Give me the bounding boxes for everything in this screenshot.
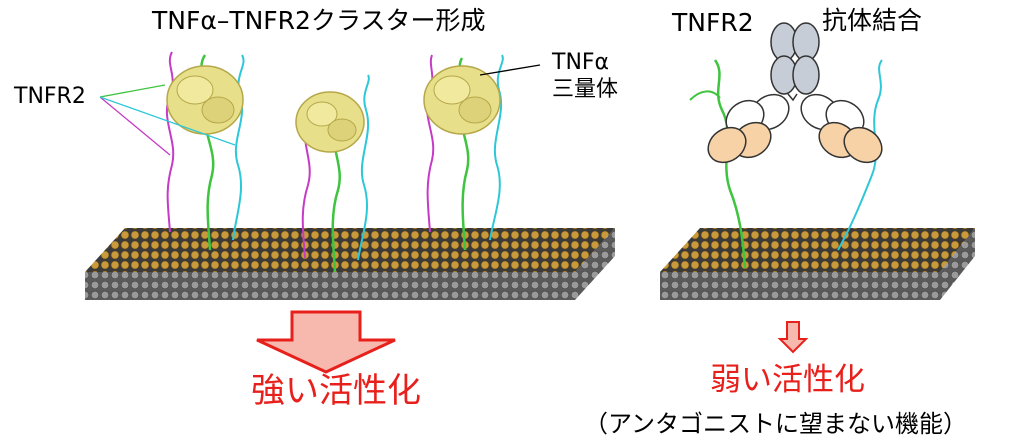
right-membrane bbox=[660, 228, 975, 300]
tnf-trimer-cluster-1 bbox=[167, 52, 244, 250]
antibody-label: 抗体結合 bbox=[822, 8, 922, 33]
ligand-label-line1: TNFα bbox=[552, 52, 609, 74]
tnf-trimer-cluster-3 bbox=[424, 55, 503, 250]
left-receptor-label: TNFR2 bbox=[14, 86, 86, 108]
antibody bbox=[701, 23, 888, 170]
right-receptor-label: TNFR2 bbox=[672, 10, 754, 35]
strong-activation-label: 強い活性化 bbox=[251, 374, 421, 408]
weak-activation-arrow bbox=[780, 322, 806, 352]
weak-activation-label: 弱い活性化 bbox=[710, 365, 865, 396]
left-membrane bbox=[85, 228, 615, 300]
left-panel-title: TNFα–TNFR2クラスター形成 bbox=[152, 8, 485, 33]
strong-activation-arrow bbox=[257, 312, 395, 372]
ligand-label-line2: 三量体 bbox=[552, 79, 618, 101]
ligand-leader-line bbox=[480, 65, 540, 75]
antagonist-note: （アンタゴニストに望まない機能） bbox=[584, 412, 967, 436]
